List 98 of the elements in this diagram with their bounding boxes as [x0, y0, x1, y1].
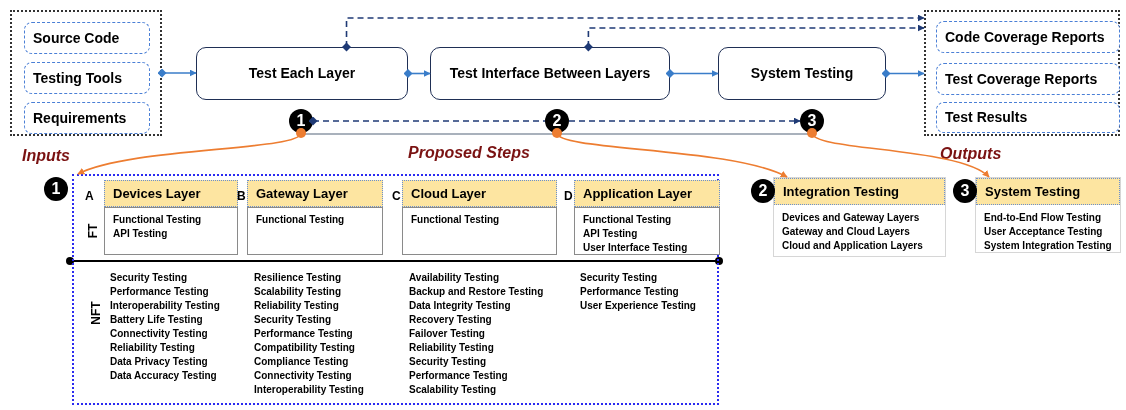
list-item-text: System Integration Testing [983, 239, 1113, 253]
list-item-text: Security Testing [110, 271, 188, 285]
list-item-text: Security Testing [254, 313, 332, 327]
dotted-panel [72, 174, 719, 405]
list-item-text: API Testing [113, 227, 169, 241]
node-text: 2 [758, 183, 768, 199]
card-header: Integration Testing [774, 178, 945, 205]
node-text: Cloud Layer [411, 184, 487, 203]
list-item-text: User Acceptance Testing [983, 225, 1104, 239]
node-text: System Testing [750, 64, 854, 83]
node-text: Test Results [945, 108, 1028, 127]
list-item-text: API Testing [583, 227, 639, 241]
process-box [430, 47, 670, 100]
input-output-box [936, 21, 1120, 53]
row-label: NFT [87, 301, 104, 325]
list-item-text: Scalability Testing [254, 285, 342, 299]
list-item-text: Functional Testing [411, 213, 501, 227]
list-item-text: Interoperability Testing [254, 383, 364, 397]
test-list-box [574, 207, 720, 255]
list-item-text: Security Testing [580, 271, 658, 285]
input-output-box [24, 102, 150, 134]
node-text: 3 [960, 183, 970, 199]
node-text: Source Code [33, 28, 120, 48]
node-text: 2 [552, 113, 562, 129]
arrow [881, 69, 925, 78]
arrow [77, 128, 306, 175]
node-text: Requirements [33, 108, 127, 128]
list-item-text: Functional Testing [113, 213, 203, 227]
list-item-text: Security Testing [409, 355, 487, 369]
input-output-box [936, 102, 1120, 133]
list-item-text: Devices and Gateway Layers [781, 211, 921, 225]
arrow [665, 69, 719, 78]
list-item-text: Performance Testing [110, 285, 209, 299]
list-item-text: Failover Testing [409, 327, 485, 341]
dashed-arrow [568, 117, 801, 125]
list-item-text: Battery Life Testing [110, 313, 203, 327]
test-list-box [402, 207, 557, 255]
dashed-arrow [583, 24, 925, 52]
list-item-text: User Experience Testing [580, 299, 696, 313]
list-item-text: Backup and Restore Testing [409, 285, 544, 299]
list-item-text: User Interface Testing [583, 241, 689, 255]
node-text: Gateway Layer [256, 184, 348, 203]
node-text: Application Layer [583, 184, 693, 203]
node-text: Test Each Layer [248, 64, 356, 83]
list-item-text: Availability Testing [409, 271, 500, 285]
list-item-text: Data Privacy Testing [110, 355, 208, 369]
arrow [157, 68, 197, 78]
list-item-text: Recovery Testing [409, 313, 492, 327]
card-header: System Testing [976, 178, 1120, 205]
list-item-text: Functional Testing [583, 213, 673, 227]
section-caption: Outputs [940, 144, 1002, 164]
column-letter: A [85, 188, 94, 205]
node-text: Test Interface Between Layers [449, 64, 651, 83]
list-item-text: Resilience Testing [254, 271, 342, 285]
node-text: 1 [51, 181, 61, 197]
arrow [552, 128, 788, 178]
list-item-text: Performance Testing [254, 327, 353, 341]
node-text: Testing Tools [33, 68, 122, 88]
node-text: 3 [807, 113, 817, 129]
column-letter: D [564, 188, 573, 205]
list-item-text: End-to-End Flow Testing [983, 211, 1103, 225]
input-output-box [24, 62, 150, 94]
list-item-text: Reliability Testing [110, 341, 195, 355]
process-box [718, 47, 886, 100]
list-item-text: Connectivity Testing [254, 369, 352, 383]
list-item-text: Performance Testing [409, 369, 508, 383]
list-item-text: Connectivity Testing [110, 327, 208, 341]
node-text: 1 [296, 113, 306, 129]
testing-card [773, 177, 946, 257]
list-item-text: Functional Testing [256, 213, 346, 227]
list-item-text: Data Accuracy Testing [110, 369, 217, 383]
list-item-text: Interoperability Testing [110, 299, 220, 313]
list-item-text: Cloud and Application Layers [781, 239, 924, 253]
section-caption: Proposed Steps [408, 143, 530, 163]
list-item-text: Compatibility Testing [254, 341, 355, 355]
column-letter: C [392, 188, 401, 205]
arrow [807, 128, 990, 178]
list-item-text: Reliability Testing [254, 299, 339, 313]
arrow [403, 69, 431, 78]
input-output-box [936, 63, 1120, 95]
list-item-text: Data Integrity Testing [409, 299, 511, 313]
list-item-text: Gateway and Cloud Layers [781, 225, 911, 239]
test-list-box [104, 207, 238, 255]
testing-card [975, 177, 1121, 253]
node-text: Code Coverage Reports [945, 27, 1105, 47]
list-item-text: Scalability Testing [409, 383, 497, 397]
list-item-text: Performance Testing [580, 285, 679, 299]
column-letter: B [237, 188, 246, 205]
row-label: FT [85, 223, 102, 239]
node-text: Test Coverage Reports [945, 69, 1098, 89]
input-output-box [24, 22, 150, 54]
test-list-box [247, 207, 383, 255]
list-item-text: Compliance Testing [254, 355, 349, 369]
node-text: Devices Layer [113, 184, 201, 203]
dashed-arrow [342, 14, 925, 52]
section-caption: Inputs [22, 146, 70, 166]
process-box [196, 47, 408, 100]
list-item-text: Reliability Testing [409, 341, 494, 355]
